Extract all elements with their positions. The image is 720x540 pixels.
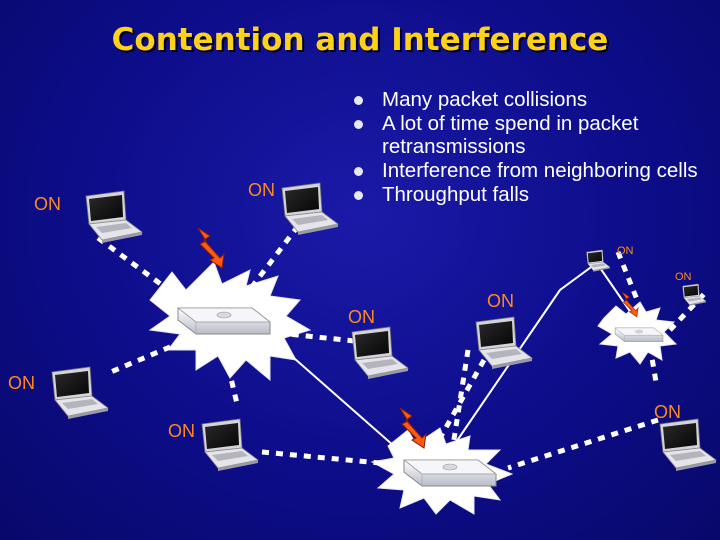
on-label: ON xyxy=(617,245,634,257)
on-label: ON xyxy=(248,180,275,200)
access-point-icon xyxy=(403,459,497,487)
bullet-dot-icon xyxy=(354,191,363,200)
slide-title: Contention and Interference xyxy=(111,22,609,58)
bullet-dot-icon xyxy=(354,120,363,129)
bullet-item: Many packet collisions xyxy=(352,88,712,111)
laptop-icon xyxy=(281,182,339,236)
on-label: ON xyxy=(168,421,195,441)
bullet-text: Many packet collisions xyxy=(382,88,588,111)
access-point-icon xyxy=(177,307,271,335)
bullet-list: Many packet collisions A lot of time spe… xyxy=(352,88,712,207)
laptop-icon xyxy=(51,366,109,420)
bullet-text: Interference from neighboring cells xyxy=(382,159,698,182)
laptop-icon xyxy=(201,418,259,472)
on-label: ON xyxy=(34,194,61,214)
bullet-dot-icon xyxy=(354,96,363,105)
bullet-item: Interference from neighboring cells xyxy=(352,159,712,182)
laptop-icon xyxy=(659,418,717,472)
bullet-item: Throughput falls xyxy=(352,183,712,206)
bullet-item: A lot of time spend in packet retransmis… xyxy=(352,112,712,158)
access-point-icon xyxy=(614,327,664,342)
on-label: ON xyxy=(675,271,692,283)
on-label: ON xyxy=(654,402,681,422)
on-label: ON xyxy=(487,291,514,311)
wired-links xyxy=(261,261,637,461)
laptop-icon xyxy=(85,190,143,244)
bullet-dot-icon xyxy=(354,167,363,176)
on-label: ON xyxy=(8,373,35,393)
lightning-icon xyxy=(197,227,225,269)
on-label: ON xyxy=(348,307,375,327)
laptop-icon xyxy=(351,326,409,380)
bullet-text: Throughput falls xyxy=(382,183,530,206)
bullet-text: A lot of time spend in packet retransmis… xyxy=(382,112,639,158)
